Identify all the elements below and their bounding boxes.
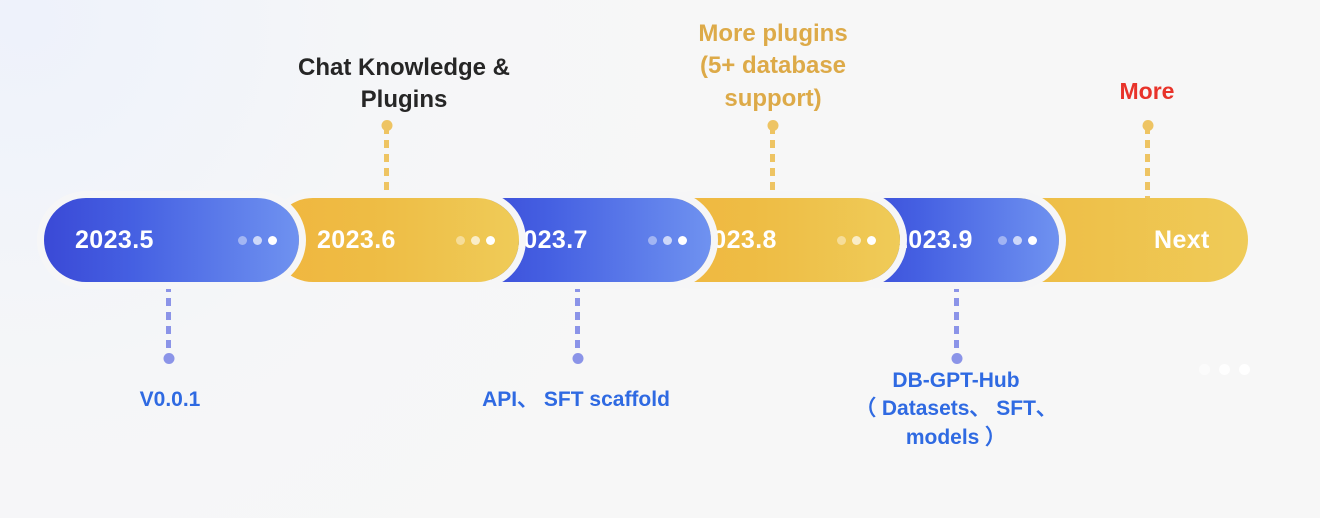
decoration-dot: [1199, 364, 1210, 375]
top-label-more: More: [1086, 76, 1208, 107]
top-label-chat-knowledge-plugins: Chat Knowledge & Plugins: [254, 52, 554, 117]
top-label-line: support): [724, 84, 822, 112]
connector-knob: [951, 353, 962, 364]
connector-bottom-2023-9: [951, 284, 962, 364]
timeline-segment-2023-5[interactable]: 2023.5: [44, 198, 299, 282]
decoration-dot: [1239, 364, 1250, 375]
top-label-line: More: [1119, 78, 1175, 104]
connector-dashes: [166, 284, 171, 358]
top-label-line: Plugins: [360, 86, 448, 114]
bottom-label-v001: V0.0.1: [84, 386, 256, 414]
segment-label: 2023.9: [894, 225, 973, 254]
segment-label: 2023.8: [698, 225, 777, 254]
top-label-line: Chat Knowledge &: [297, 54, 510, 81]
three-dots-icon: [456, 235, 495, 245]
top-label-line: (5+ database: [699, 52, 847, 80]
connector-dashes: [1145, 126, 1150, 198]
segment-label: 2023.6: [317, 225, 396, 254]
connector-knob: [163, 353, 174, 364]
bottom-label-line: V0.0.1: [139, 388, 201, 411]
bottom-label-db-gpt-hub: DB-GPT-Hub （ Datasets、 SFT、 models ）: [836, 367, 1076, 452]
segment-label: 2023.7: [509, 225, 588, 254]
bottom-label-api-sft-scaffold: API、 SFT scaffold: [436, 386, 716, 414]
connector-knob: [381, 120, 392, 131]
bottom-label-line: models ）: [905, 425, 1007, 449]
bottom-label-line: DB-GPT-Hub: [892, 369, 1020, 392]
decoration-dot: [1219, 364, 1230, 375]
connector-knob: [767, 120, 778, 131]
timeline-segment-2023-6[interactable]: 2023.6: [271, 198, 519, 282]
connector-top-2023-6: [381, 120, 392, 198]
top-label-more-plugins: More plugins (5+ database support): [668, 18, 878, 115]
top-label-line: More plugins: [698, 20, 848, 47]
connector-top-next: [1142, 120, 1153, 198]
segment-label: 2023.5: [75, 225, 154, 254]
three-dots-icon: [837, 235, 876, 245]
three-dots-icon: [238, 235, 277, 245]
segment-label: Next: [1154, 225, 1210, 254]
connector-dashes: [954, 284, 959, 358]
connector-bottom-2023-5: [163, 284, 174, 364]
connector-knob: [1142, 120, 1153, 131]
three-dots-icon: [648, 235, 687, 245]
connector-dashes: [770, 126, 775, 198]
connector-bottom-2023-7: [572, 284, 583, 364]
connector-top-2023-8: [767, 120, 778, 198]
connector-dashes: [384, 126, 389, 198]
bottom-label-line: API、 SFT scaffold: [482, 388, 670, 411]
connector-knob: [572, 353, 583, 364]
three-dots-decoration: [1199, 364, 1250, 375]
three-dots-icon: [998, 235, 1037, 245]
connector-dashes: [575, 284, 580, 358]
timeline-bar: Next 2023.9 2023.8 2023.7 2023.6: [44, 198, 1248, 282]
bottom-label-line: （ Datasets、 SFT、: [855, 397, 1057, 421]
